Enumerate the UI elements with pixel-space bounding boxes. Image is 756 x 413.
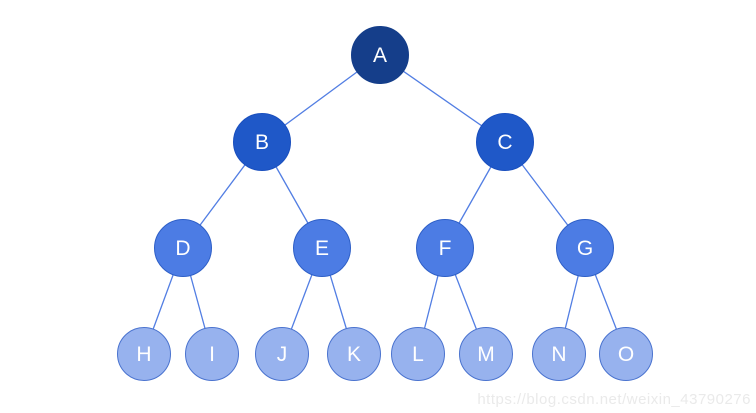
tree-node-B: B [233, 113, 291, 171]
tree-node-A: A [351, 26, 409, 84]
tree-node-M: M [459, 327, 513, 381]
tree-node-N: N [532, 327, 586, 381]
tree-node-K: K [327, 327, 381, 381]
tree-node-I: I [185, 327, 239, 381]
tree-node-D: D [154, 219, 212, 277]
tree-node-C: C [476, 113, 534, 171]
tree-node-H: H [117, 327, 171, 381]
tree-node-L: L [391, 327, 445, 381]
tree-node-F: F [416, 219, 474, 277]
tree-node-J: J [255, 327, 309, 381]
tree-node-O: O [599, 327, 653, 381]
tree-node-G: G [556, 219, 614, 277]
tree-node-E: E [293, 219, 351, 277]
watermark: https://blog.csdn.net/weixin_43790276 [477, 391, 751, 408]
